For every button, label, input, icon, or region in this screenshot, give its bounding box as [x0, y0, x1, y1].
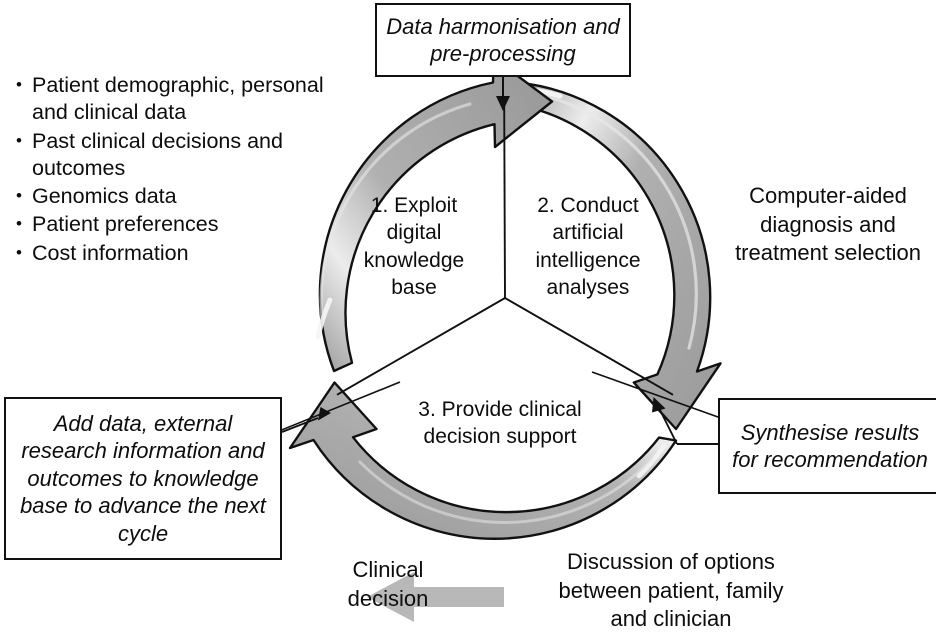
- list-item-label: Genomics data: [32, 184, 177, 209]
- label-discussion-of-options: Discussion of options between patient, f…: [558, 549, 784, 632]
- list-item: • Patient demographic, personal and clin…: [6, 72, 326, 127]
- cycle-arrow-segment-1: [514, 81, 722, 431]
- box-data-harmonisation: Data harmonisation and pre-processing: [375, 3, 631, 77]
- input-data-bullet-list: • Patient demographic, personal and clin…: [6, 72, 326, 268]
- segment-dividers: [336, 104, 674, 396]
- list-item: • Genomics data: [6, 183, 326, 210]
- box-synthesise-results: Synthesise results for recommendation: [718, 398, 936, 494]
- list-item-label: Patient demographic, personal and clinic…: [32, 73, 324, 125]
- list-item-label: Cost information: [32, 240, 189, 265]
- bullet-marker: •: [16, 75, 22, 94]
- list-item: • Patient preferences: [6, 211, 326, 238]
- connector-top: [496, 77, 510, 111]
- list-item-label: Past clinical decisions and outcomes: [32, 128, 283, 180]
- cycle-segment-label-1: 1. Exploit digital knowledge base: [363, 194, 465, 299]
- bullet-marker: •: [16, 186, 22, 206]
- bullet-marker: •: [16, 130, 22, 150]
- label-clinical-decision: Clinical decision: [347, 557, 429, 611]
- cycle-arrow-segment-2: [288, 381, 678, 540]
- cycle-segment-label-2: 2. Conduct artificial intelligence analy…: [535, 194, 641, 299]
- label-computer-aided-diagnosis: Computer-aided diagnosis and treatment s…: [735, 183, 921, 266]
- box-add-data-knowledge-base: Add data, external research information …: [4, 397, 282, 560]
- cycle-segment-label-3: 3. Provide clinical decision support: [418, 398, 582, 449]
- list-item-label: Patient preferences: [32, 212, 219, 237]
- list-item: • Past clinical decisions and outcomes: [6, 128, 326, 183]
- connector-left: [281, 407, 331, 433]
- bullet-marker: •: [16, 214, 22, 234]
- list-item: • Cost information: [6, 240, 326, 267]
- clinical-decision-arrow: [367, 572, 504, 622]
- connector-right: [652, 397, 718, 445]
- bullet-marker: •: [16, 242, 22, 262]
